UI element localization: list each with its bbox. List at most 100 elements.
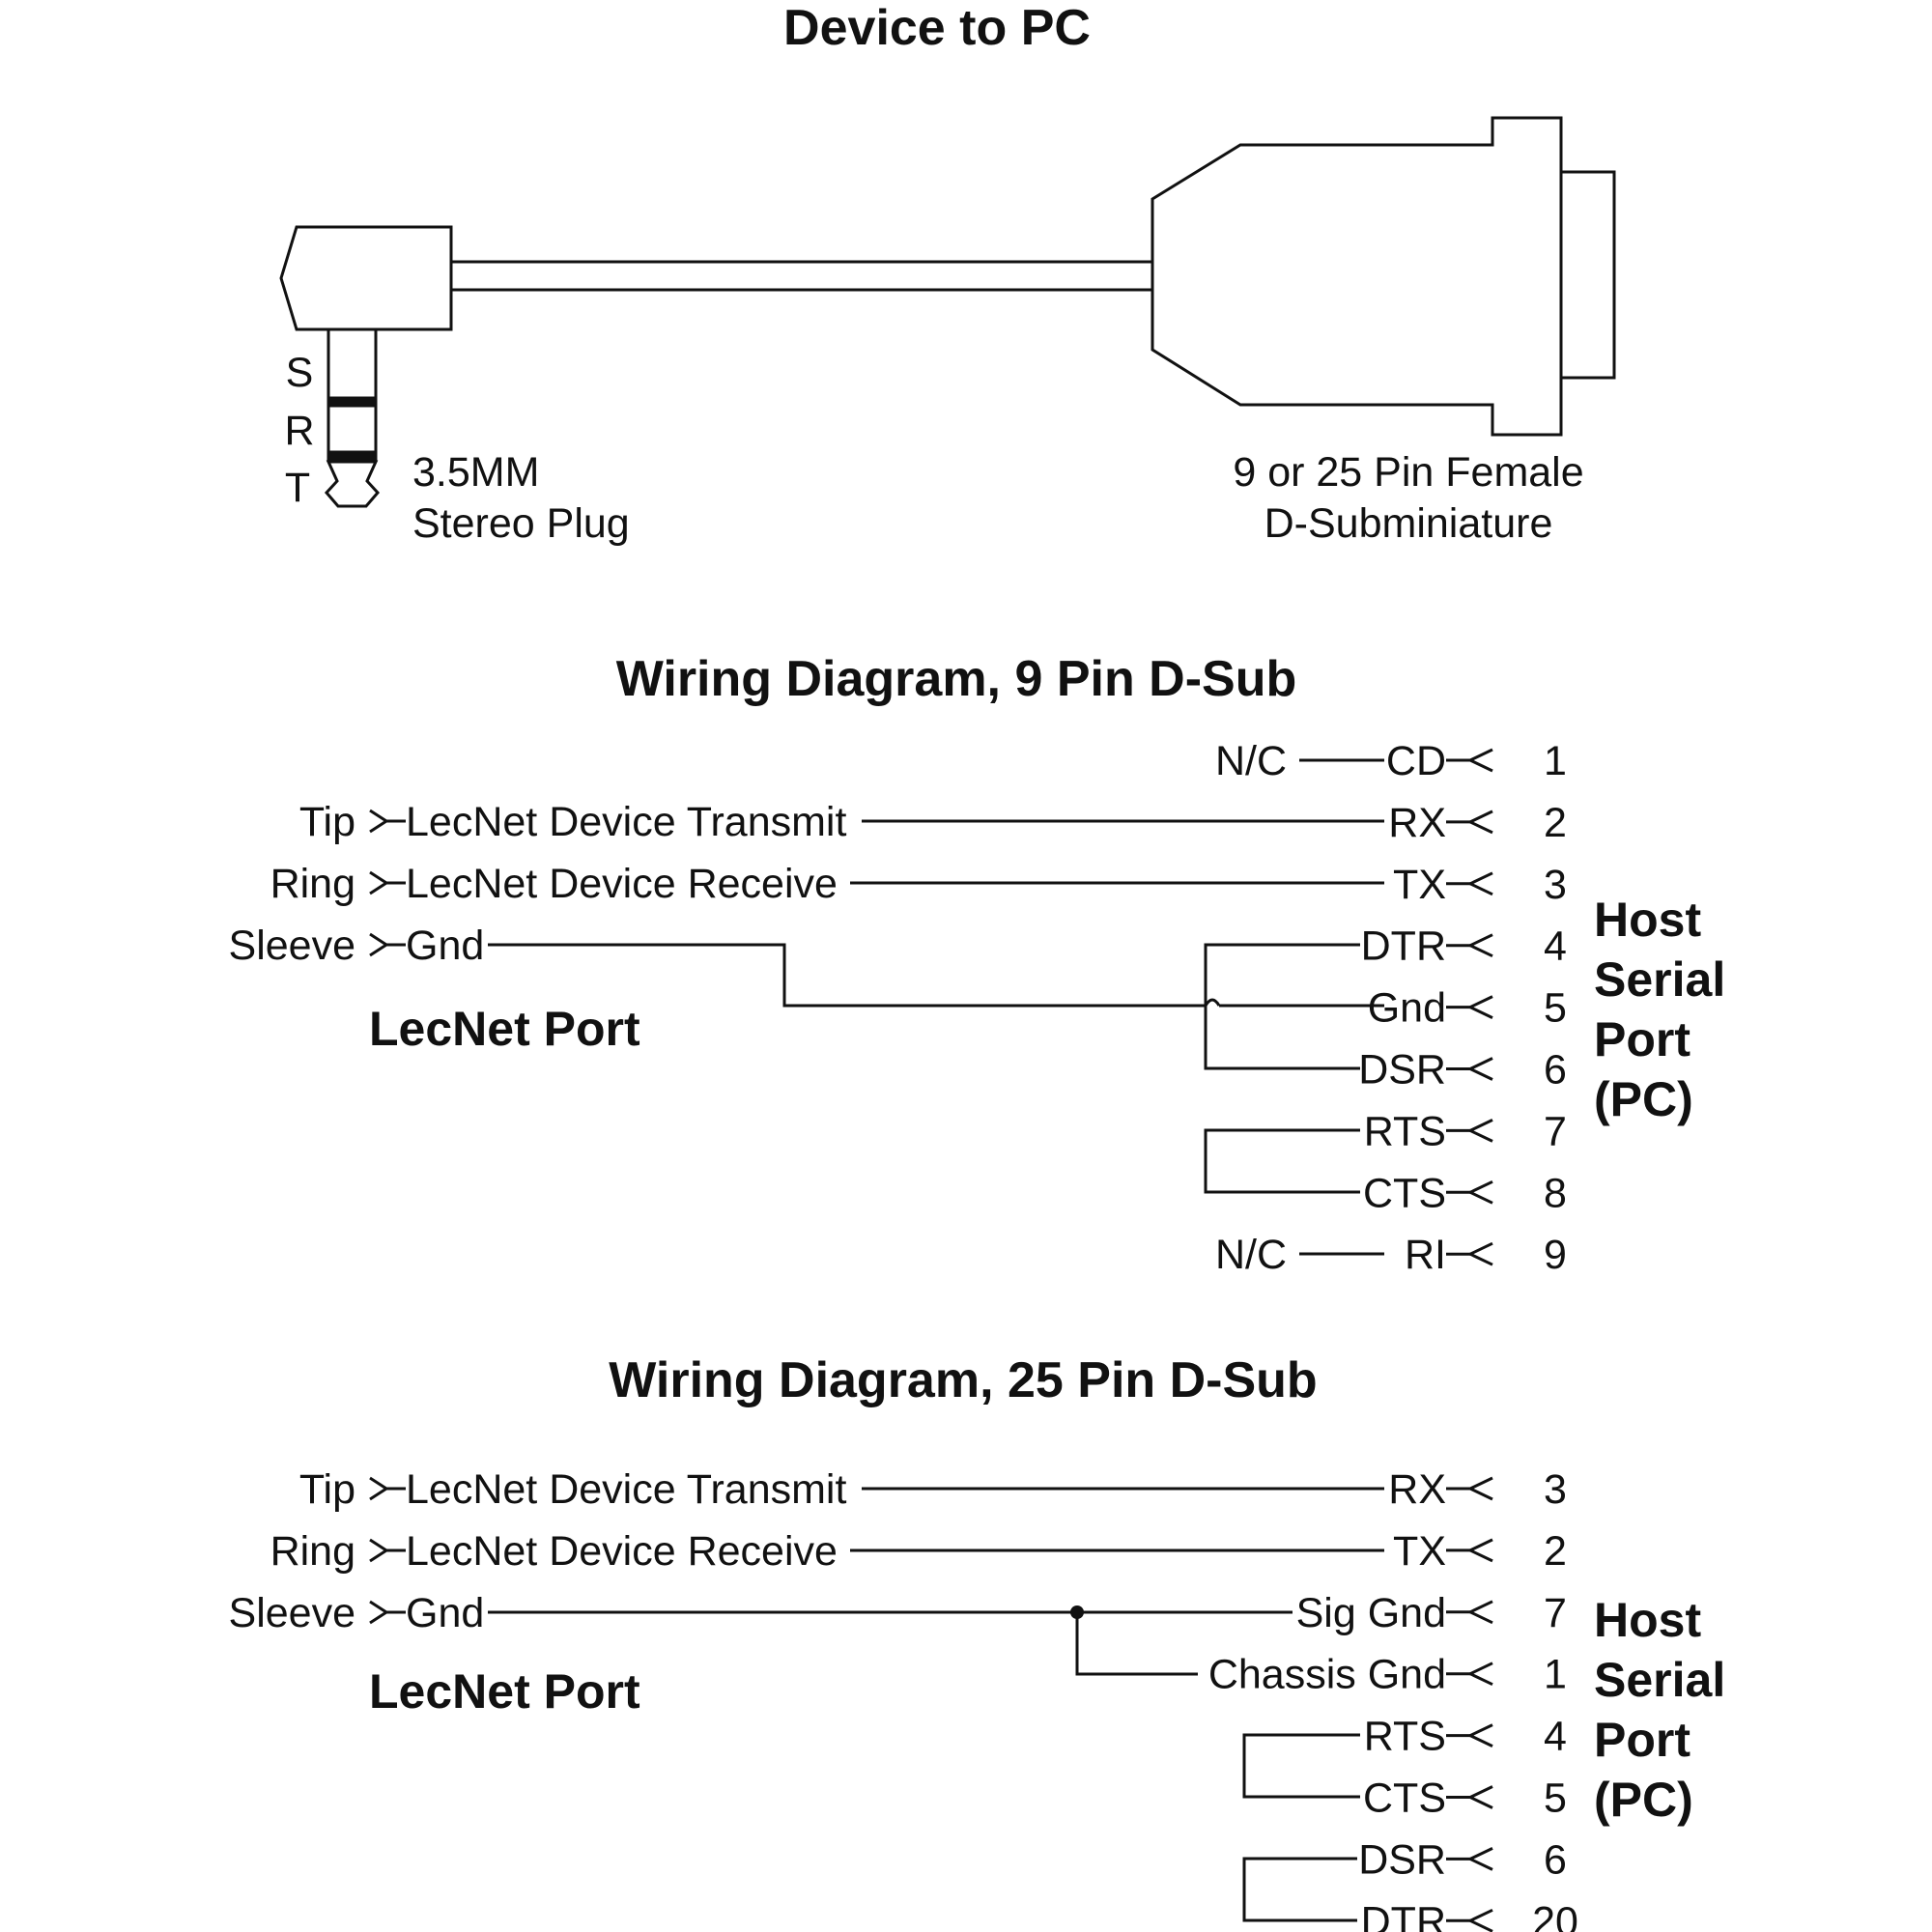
diagram9-pin-rx-label: RX <box>1388 800 1446 846</box>
diagram9-pin-cts-socket <box>1466 1179 1493 1205</box>
diagram25-pin-dtr-number: 20 <box>1532 1898 1578 1932</box>
diagram9-host-caption-line3: Port <box>1594 1012 1690 1066</box>
diagram9-pin-ri-socket <box>1466 1241 1493 1266</box>
diagram25-host-caption: Host Serial Port (PC) <box>1594 1593 1725 1827</box>
diagram25-sleeve-arrow <box>369 1600 389 1625</box>
diagram25-wire-dsr-dtr-loop <box>1242 1857 1357 1922</box>
diagram9-nc-label-ri: N/C <box>1215 1232 1287 1278</box>
diagram25-pin-rts-number: 4 <box>1544 1714 1567 1760</box>
stereo-plug <box>279 225 453 508</box>
diagram9-tip-label: Tip <box>299 799 355 845</box>
diagram9-pin-rx-socket <box>1466 810 1493 835</box>
diagram9-pin-ri-label: RI <box>1405 1232 1446 1278</box>
diagram25-ring-arrow <box>369 1538 389 1563</box>
diagram9-nc-label-cd: N/C <box>1215 738 1287 784</box>
diagram25-pin-dsr-number: 6 <box>1544 1836 1567 1883</box>
diagram9-wire-gnd <box>488 943 1206 1008</box>
diagram25-pin-sig-gnd-label: Sig Gnd <box>1296 1590 1446 1636</box>
diagram25-transmit-label: LecNet Device Transmit <box>406 1466 846 1513</box>
diagram9-pin-rts-label: RTS <box>1364 1108 1446 1154</box>
diagram9-pin-dtr-label: DTR <box>1361 923 1446 970</box>
diagram9-host-caption-line2: Serial <box>1594 952 1725 1007</box>
diagram9-tip-arrow <box>369 809 389 834</box>
diagram9-pin-gnd-socket <box>1466 995 1493 1019</box>
diagram25-wire-rts-cts-loop <box>1242 1733 1360 1799</box>
diagram25-ring-label: Ring <box>270 1528 355 1575</box>
diagram25-host-caption-line1: Host <box>1594 1593 1701 1647</box>
diagram25-pin-dsr-socket <box>1466 1847 1493 1871</box>
diagram9-ring-arrow <box>369 870 389 895</box>
diagram25-wire-gnd-chassis <box>1075 1612 1198 1676</box>
plug-contact-t-label: T <box>285 465 310 511</box>
diagram9-pin-rts-socket <box>1466 1119 1493 1143</box>
diagram25-pin-rx-number: 3 <box>1544 1466 1567 1513</box>
diagram9-wire-dtr-dsr-loop <box>1204 943 1360 1070</box>
diagram25-wires <box>488 1487 1384 1922</box>
plug-contact-s-label: S <box>286 350 314 396</box>
plug-sleeve <box>327 327 378 462</box>
diagram9-host-caption: Host Serial Port (PC) <box>1594 893 1725 1126</box>
diagram25-title: Wiring Diagram, 25 Pin D-Sub <box>609 1352 1317 1408</box>
diagram9-sleeve-label: Sleeve <box>229 923 355 969</box>
diagram25-host-caption-line3: Port <box>1594 1713 1690 1767</box>
diagram25-pin-tx-number: 2 <box>1544 1528 1567 1575</box>
diagram25-left-side: Tip Ring Sleeve LecNet Device Transmit L… <box>229 1466 847 1719</box>
diagram9-transmit-label: LecNet Device Transmit <box>406 799 846 845</box>
diagram25-pin-chassis-gnd-socket <box>1466 1662 1493 1687</box>
diagram9-pin-gnd-label: Gnd <box>1368 985 1446 1032</box>
diagram9-host-caption-line1: Host <box>1594 893 1701 947</box>
diagram9-host-caption-line4: (PC) <box>1594 1072 1693 1126</box>
diagram9-pin-cts-number: 8 <box>1544 1170 1567 1216</box>
diagram25-host-caption-line2: Serial <box>1594 1653 1725 1707</box>
diagram25-tip-arrow <box>369 1476 389 1501</box>
diagram25-pin-rts-label: RTS <box>1364 1714 1446 1760</box>
diagram9-pin-rx-number: 2 <box>1544 800 1567 846</box>
diagram9-pin-dsr-number: 6 <box>1544 1047 1567 1094</box>
dsub-caption-line2: D-Subminiature <box>1264 500 1553 547</box>
diagram9-left-side: Tip Ring Sleeve LecNet Device Transmit L… <box>229 799 847 1056</box>
diagram25-pin-rx-label: RX <box>1388 1466 1446 1513</box>
diagram25-pin-cts-label: CTS <box>1363 1776 1446 1822</box>
diagram9-sleeve-arrow <box>369 932 389 957</box>
diagram25-pin-sig-gnd-socket <box>1466 1600 1493 1625</box>
cable <box>451 260 1152 292</box>
diagram9-pin-tx-label: TX <box>1393 862 1446 908</box>
diagram25-receive-label: LecNet Device Receive <box>406 1528 838 1575</box>
diagram25-pin-dtr-socket <box>1466 1908 1493 1932</box>
diagram9-pin-cd-socket <box>1466 748 1493 773</box>
diagram25-pin-chassis-gnd-label: Chassis Gnd <box>1208 1652 1446 1698</box>
diagram25-junction-dot <box>1070 1605 1084 1619</box>
plug-housing <box>279 225 453 331</box>
dsub-connector <box>1151 116 1616 437</box>
diagram9-pin-rts-number: 7 <box>1544 1108 1567 1154</box>
diagram9-lecnet-port-caption: LecNet Port <box>369 1002 640 1056</box>
dsub-shell <box>1151 116 1563 437</box>
diagram9-pin-dtr-socket <box>1466 933 1493 958</box>
diagram9-wire-rts-cts-loop <box>1204 1128 1360 1194</box>
diagram25-pin-cts-socket <box>1466 1785 1493 1809</box>
diagram25-pin-tx-socket <box>1466 1538 1493 1563</box>
diagram9-pin-dsr-label: DSR <box>1358 1047 1446 1094</box>
diagram25-sleeve-label: Sleeve <box>229 1590 355 1636</box>
diagram25-tip-label: Tip <box>299 1466 355 1513</box>
plug-tip <box>324 460 381 508</box>
plug-contact-r-label: R <box>284 408 314 454</box>
diagram25-lecnet-port-caption: LecNet Port <box>369 1664 640 1719</box>
diagram9-pin-gnd-number: 5 <box>1544 985 1567 1032</box>
diagram9-pin-tx-number: 3 <box>1544 862 1567 908</box>
diagram9-pin-dsr-socket <box>1466 1057 1493 1081</box>
diagram25-pin-dsr-label: DSR <box>1358 1836 1446 1883</box>
diagram25-pin-rts-socket <box>1466 1723 1493 1747</box>
diagram9-ring-label: Ring <box>270 861 355 907</box>
diagram25-pin-dtr-label: DTR <box>1361 1898 1446 1932</box>
diagram9-gnd-label: Gnd <box>406 923 484 969</box>
diagram9-pin-cd-label: CD <box>1386 738 1446 784</box>
diagram25-host-caption-line4: (PC) <box>1594 1773 1693 1827</box>
diagram9-pin-tx-socket <box>1466 871 1493 896</box>
diagram9-title: Wiring Diagram, 9 Pin D-Sub <box>616 651 1297 707</box>
diagram9-pin-cts-label: CTS <box>1363 1170 1446 1216</box>
diagram9-pin-dtr-number: 4 <box>1544 923 1567 970</box>
